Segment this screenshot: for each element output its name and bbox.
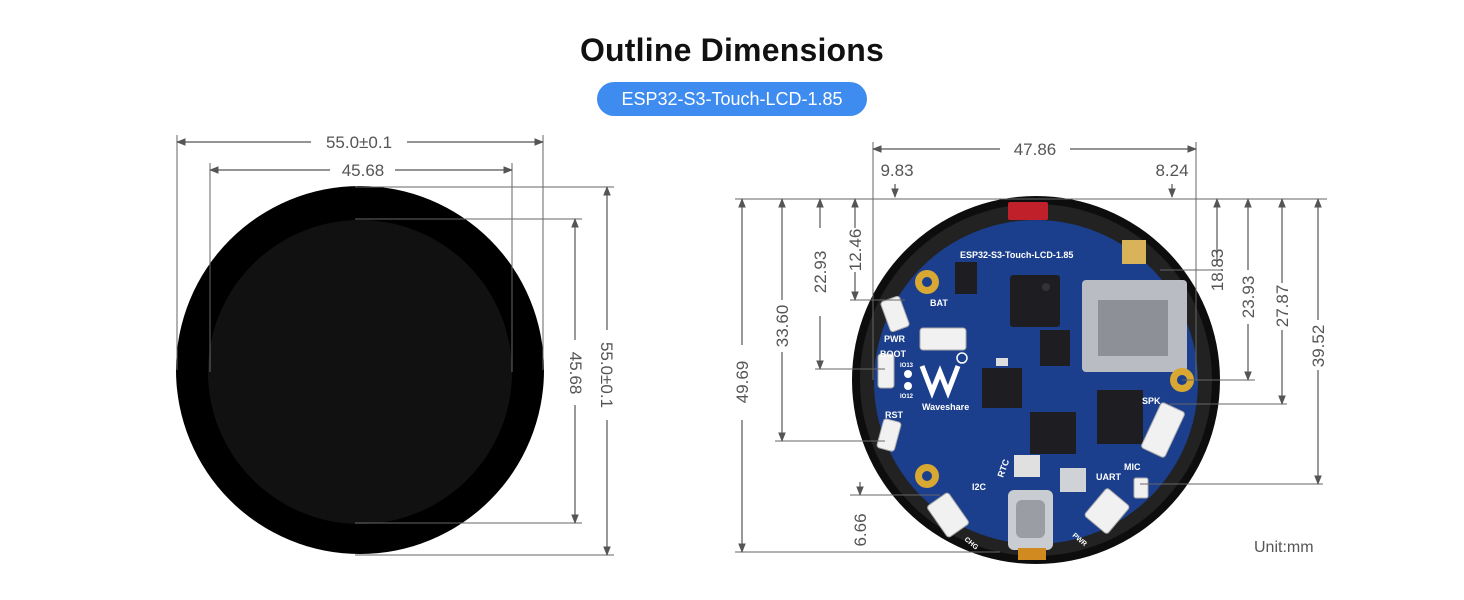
silk-bat-label: BAT	[930, 298, 948, 308]
front-outer-width-label: 55.0±0.1	[326, 133, 392, 152]
back-left-dim-1: 49.69	[733, 361, 752, 404]
back-right-dim-4: 39.52	[1309, 325, 1328, 368]
front-display-width-label: 45.68	[342, 161, 385, 180]
page-title: Outline Dimensions	[579, 32, 885, 68]
back-left-dim-4: 12.46	[846, 229, 865, 272]
back-right-dim-2: 23.93	[1239, 276, 1258, 319]
silk-boot-label: BOOT	[880, 349, 907, 359]
silk-board-title: ESP32-S3-Touch-LCD-1.85	[960, 250, 1073, 260]
silk-spk-label: SPK	[1142, 396, 1161, 406]
silk-io13-label: IO13	[900, 363, 914, 369]
back-left-dim-5: 6.66	[851, 513, 870, 546]
front-dimension-lines	[176, 138, 611, 556]
back-right-dim-3: 27.87	[1273, 285, 1292, 328]
silk-io12-label: IO12	[900, 394, 914, 400]
back-left-dim-3: 22.93	[811, 251, 830, 294]
silk-rst-label: RST	[885, 410, 904, 420]
back-left-dim-2: 33.60	[773, 305, 792, 348]
esp32-chip	[1010, 275, 1060, 327]
rtc-button	[1060, 468, 1086, 492]
back-left-offset-label: 9.83	[880, 161, 913, 180]
front-display-area	[208, 220, 512, 524]
unit-label: Unit:mm	[1254, 539, 1314, 556]
silk-mic-label: MIC	[1124, 462, 1141, 472]
back-right-offset-label: 8.24	[1155, 161, 1188, 180]
antenna-connector	[1122, 240, 1146, 264]
front-outer-height-label: 55.0±0.1	[597, 342, 616, 408]
model-badge: ESP32-S3-Touch-LCD-1.85	[597, 82, 867, 116]
front-extension-lines	[176, 135, 614, 556]
back-right-dim-1: 18.83	[1208, 249, 1227, 292]
silk-i2c-label: I2C	[972, 482, 987, 492]
silk-uart-label: UART	[1096, 472, 1121, 482]
waveshare-logo	[904, 352, 968, 399]
back-dimension-lines	[738, 145, 1322, 553]
back-overall-width-label: 47.86	[1014, 140, 1057, 159]
pcb-components	[955, 202, 1187, 560]
silk-pwr-label: PWR	[884, 334, 905, 344]
front-display-height-label: 45.68	[566, 352, 585, 395]
back-extension-lines	[735, 142, 1327, 553]
front-view: 55.0±0.1 45.68 45.68 55.0±0.1	[176, 133, 616, 556]
pcb-connectors	[876, 295, 1185, 538]
silk-brand-label: Waveshare	[922, 402, 969, 412]
back-view: ESP32-S3-Touch-LCD-1.85 BAT PWR BOOT IO1…	[733, 140, 1328, 564]
